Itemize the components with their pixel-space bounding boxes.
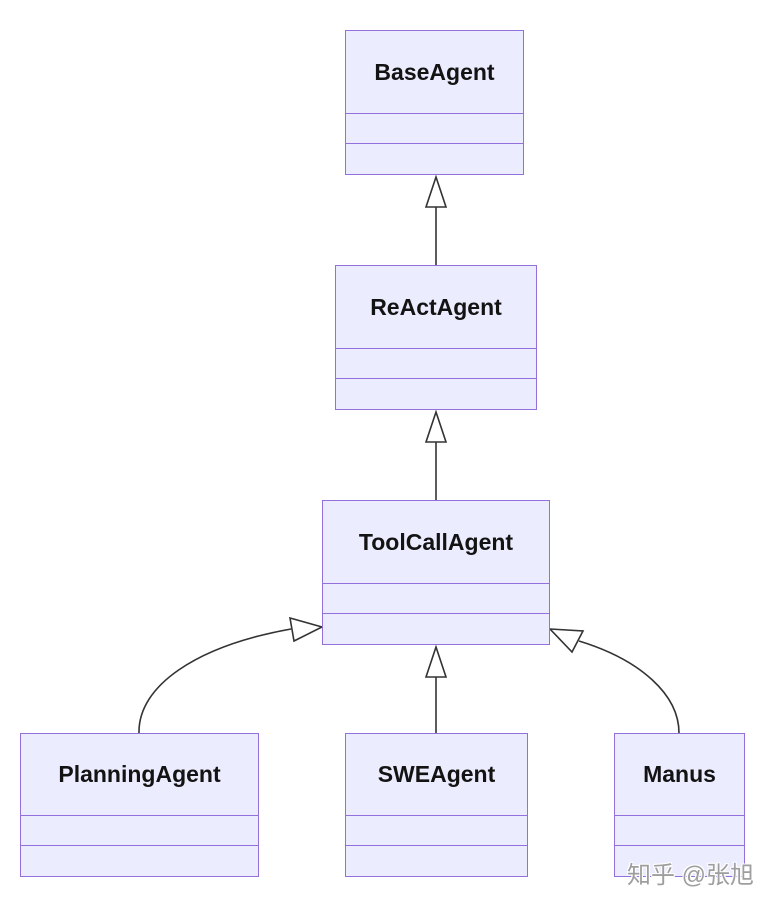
class-title: ToolCallAgent bbox=[358, 528, 514, 555]
edge-toolcallagent-to-reactagent bbox=[424, 409, 448, 500]
attributes-compartment bbox=[615, 815, 744, 845]
methods-compartment bbox=[336, 378, 536, 409]
class-box-toolcallagent: ToolCallAgent bbox=[322, 500, 550, 645]
edge-manus-to-toolcallagent bbox=[548, 628, 680, 734]
attributes-compartment bbox=[336, 348, 536, 378]
class-box-sweagent: SWEAgent bbox=[345, 733, 528, 877]
class-box-reactagent: ReActAgent bbox=[335, 265, 537, 410]
class-title: PlanningAgent bbox=[58, 761, 221, 787]
class-box-planningagent: PlanningAgent bbox=[20, 733, 259, 877]
methods-compartment bbox=[615, 845, 744, 876]
attributes-compartment bbox=[346, 113, 523, 143]
inheritance-arrowhead-icon bbox=[548, 628, 585, 654]
attributes-compartment bbox=[323, 583, 549, 613]
edge-sweagent-to-toolcallagent bbox=[424, 644, 448, 733]
watermark: 知乎 @张旭 bbox=[627, 862, 755, 889]
class-title: SWEAgent bbox=[377, 761, 496, 787]
attributes-compartment bbox=[346, 815, 527, 845]
class-box-baseagent: BaseAgent bbox=[345, 30, 524, 175]
methods-compartment bbox=[323, 613, 549, 644]
edge-planningagent-to-toolcallagent bbox=[138, 616, 325, 734]
methods-compartment bbox=[21, 845, 258, 876]
class-title: ReActAgent bbox=[370, 293, 502, 320]
inheritance-arrowhead-icon bbox=[424, 409, 448, 443]
inheritance-arrowhead-icon bbox=[424, 644, 448, 678]
class-title: BaseAgent bbox=[374, 58, 495, 85]
attributes-compartment bbox=[21, 815, 258, 845]
edge-reactagent-to-baseagent bbox=[424, 174, 448, 265]
class-title: Manus bbox=[643, 761, 716, 787]
methods-compartment bbox=[346, 845, 527, 876]
class-box-manus: Manus bbox=[614, 733, 745, 877]
inheritance-arrowhead-icon bbox=[424, 174, 448, 208]
methods-compartment bbox=[346, 143, 523, 174]
inheritance-arrowhead-icon bbox=[288, 616, 325, 643]
